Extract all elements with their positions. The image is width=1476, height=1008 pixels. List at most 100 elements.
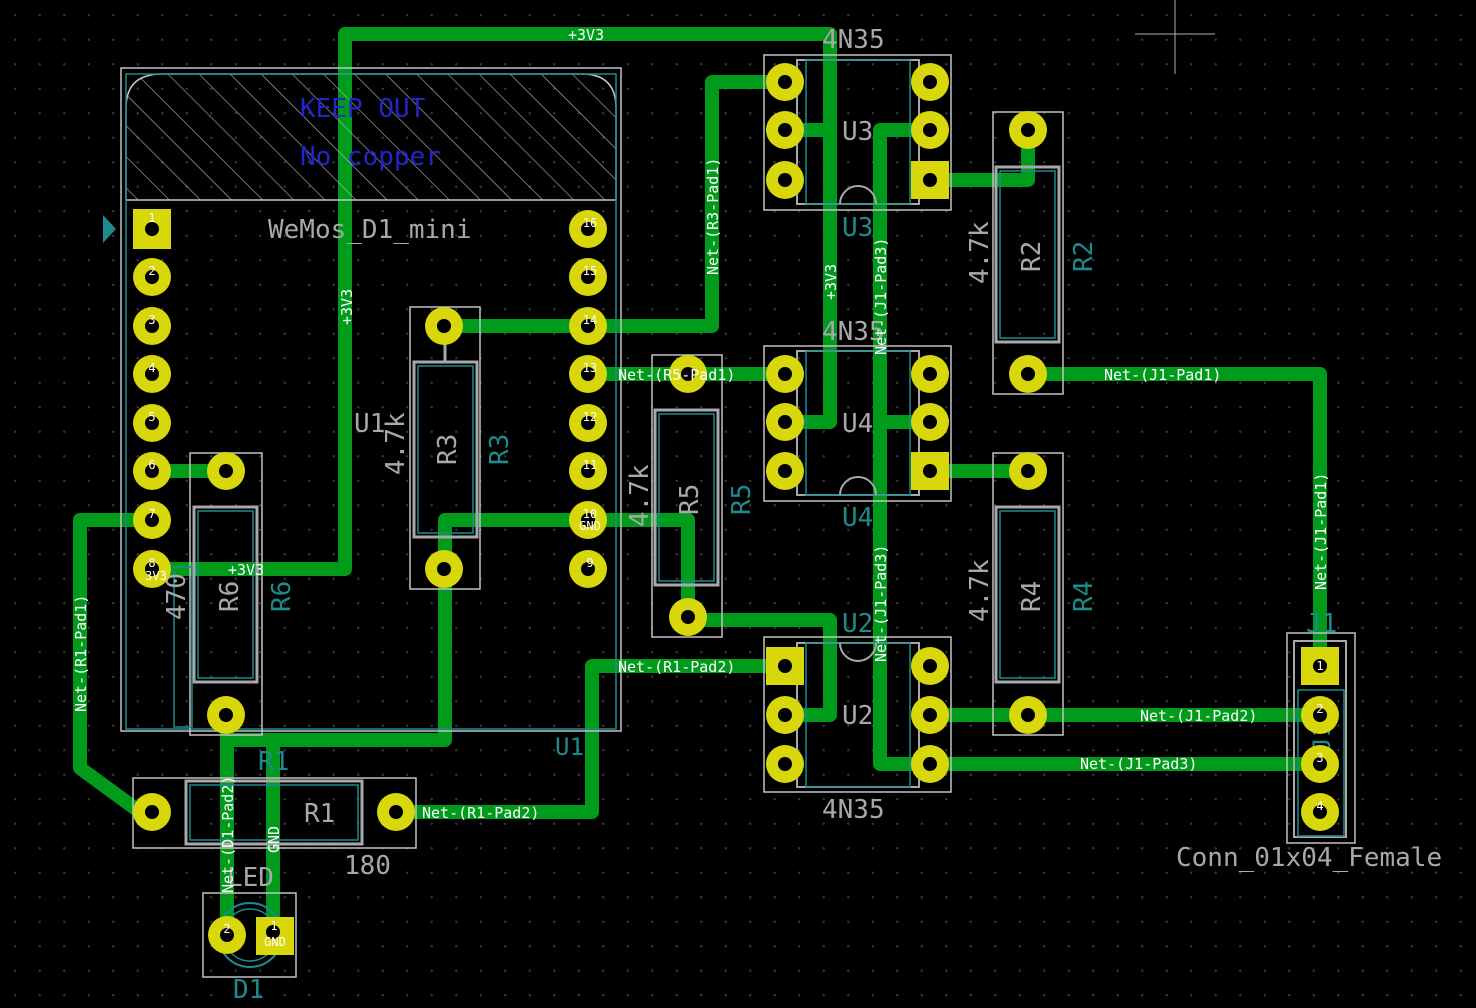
u2-pad-6[interactable] [911, 647, 949, 685]
u2-courtyard [763, 636, 952, 793]
led-D1[interactable]: LED D1 [202, 863, 297, 1005]
r6-value: 470 [162, 573, 192, 620]
u1-pin-2[interactable] [133, 258, 171, 296]
u1-pin-4[interactable] [133, 355, 171, 393]
u4-pad-3[interactable] [766, 452, 804, 490]
track-j1-pad1[interactable] [1021, 367, 1327, 673]
r1-fab [189, 784, 359, 841]
resistor-R4[interactable]: R4 R4 4.7k [965, 452, 1099, 736]
r5-fab [658, 413, 715, 582]
net-labels: +3V3 +3V3 +3V3 +3V3 Net-(R3-Pad1) Net-(R… [72, 26, 1330, 893]
opto-U2[interactable]: 4N35 U2 U2 [763, 609, 952, 825]
u1-pin-label-9: 9 [586, 556, 593, 570]
u2-pad-4[interactable] [911, 745, 949, 783]
net-label-r3-pad1: Net-(R3-Pad1) [704, 158, 722, 275]
r5-pad-2[interactable] [669, 598, 707, 636]
u1-pin-8[interactable] [133, 550, 171, 588]
net-label-j1-pad2: Net-(J1-Pad2) [1140, 707, 1257, 725]
u2-pad-1[interactable] [766, 647, 804, 685]
u2-value: 4N35 [822, 795, 885, 825]
u1-pin-12[interactable] [569, 404, 607, 442]
u1-pin-label-16: 16 [583, 216, 597, 230]
footprint-U1[interactable]: WeMos_D1_mini U1 U1 [103, 67, 622, 761]
u1-3v3-label: 3V3 [145, 569, 167, 583]
u4-pad-2[interactable] [766, 403, 804, 441]
u1-pin-6[interactable] [133, 452, 171, 490]
r6-pad-2[interactable] [207, 696, 245, 734]
u1-pin-label-13: 13 [583, 361, 597, 375]
resistor-R3[interactable]: R3 R3 4.7k [381, 306, 515, 590]
u1-pin-10[interactable] [569, 501, 607, 539]
u4-pad-5[interactable] [911, 403, 949, 441]
u4-pad-6[interactable] [911, 355, 949, 393]
u1-pin-5[interactable] [133, 404, 171, 442]
u1-pin-label-15: 15 [583, 264, 597, 278]
u1-pin-1[interactable] [133, 209, 171, 249]
r2-pad-2[interactable] [1009, 355, 1047, 393]
resistor-R6[interactable]: R6 R6 470 [162, 452, 297, 736]
opto-U4[interactable]: 4N35 U4 U4 [763, 317, 952, 533]
u1-pin-label-2: 2 [148, 264, 155, 278]
r2-ref-silk: R2 [1017, 241, 1047, 272]
resistor-R2[interactable]: R2 R2 4.7k [965, 111, 1099, 395]
track-r5-gnd[interactable] [581, 513, 837, 722]
r2-pad-1[interactable] [1009, 111, 1047, 149]
j1-pad-3[interactable] [1301, 745, 1339, 783]
track-gnd-r3[interactable] [220, 513, 595, 747]
u1-fab-outline [125, 73, 617, 730]
u1-pin-14[interactable] [569, 307, 607, 345]
u3-pad-4[interactable] [911, 161, 949, 199]
j1-pad-4[interactable] [1301, 793, 1339, 831]
u3-notch [839, 185, 877, 205]
resistor-R5[interactable]: R5 R5 4.7k [625, 354, 757, 638]
u3-pad-2[interactable] [766, 111, 804, 149]
r3-pad-2[interactable] [425, 550, 463, 588]
u3-pad-3[interactable] [766, 161, 804, 199]
u1-pin-3[interactable] [133, 307, 171, 345]
u1-pin-label-12: 12 [583, 410, 597, 424]
connector-J1[interactable]: J1 J1 Conn_01x04_Female [1176, 609, 1442, 873]
r6-ref-silk: R6 [215, 581, 245, 612]
u4-pad-1[interactable] [766, 355, 804, 393]
r1-pad-2[interactable] [377, 793, 415, 831]
u3-pad-5[interactable] [911, 111, 949, 149]
d1-gnd-label: GND [264, 935, 286, 949]
track-v33[interactable] [145, 27, 837, 576]
d1-pad-1[interactable] [256, 917, 294, 955]
d1-pad-2[interactable] [208, 916, 246, 954]
u1-pin-label-8: 8 [148, 556, 155, 570]
u1-pin-13[interactable] [569, 355, 607, 393]
u1-pin-label-6: 6 [148, 458, 155, 472]
u2-pad-2[interactable] [766, 696, 804, 734]
r1-pad-1[interactable] [133, 793, 171, 831]
u2-pad-3[interactable] [766, 745, 804, 783]
u3-pad-6[interactable] [911, 63, 949, 101]
net-label-v33-vert: +3V3 [338, 289, 356, 325]
r4-pad-2[interactable] [1009, 696, 1047, 734]
track-r1-pad2[interactable] [389, 659, 792, 819]
r1-body [184, 779, 364, 846]
u1-pin-11[interactable] [569, 452, 607, 490]
track-j1-pad3[interactable] [873, 123, 1327, 771]
u3-pad-1[interactable] [766, 63, 804, 101]
u2-pad-5[interactable] [911, 696, 949, 734]
r3-pad-1[interactable] [425, 307, 463, 345]
r5-pad-1[interactable] [669, 355, 707, 393]
j1-pad-1[interactable] [1301, 647, 1339, 685]
r4-ref-fab: R4 [1069, 581, 1099, 612]
u1-pin-15[interactable] [569, 258, 607, 296]
u3-ref-fab: U3 [842, 213, 873, 243]
r6-ref-fab: R6 [267, 581, 297, 612]
r1-courtyard [132, 777, 417, 849]
resistor-R1[interactable]: R1 R1 180 [132, 747, 417, 881]
r4-pad-1[interactable] [1009, 452, 1047, 490]
r2-fab [999, 170, 1056, 339]
u1-pin-9[interactable] [569, 550, 607, 588]
r6-pad-1[interactable] [207, 452, 245, 490]
u1-pin-7[interactable] [133, 501, 171, 539]
u4-pad-4[interactable] [911, 452, 949, 490]
j1-pad-2[interactable] [1301, 696, 1339, 734]
track-r1-pad1[interactable] [73, 513, 159, 819]
u1-pin-16[interactable] [569, 210, 607, 248]
u4-value: 4N35 [822, 317, 885, 347]
